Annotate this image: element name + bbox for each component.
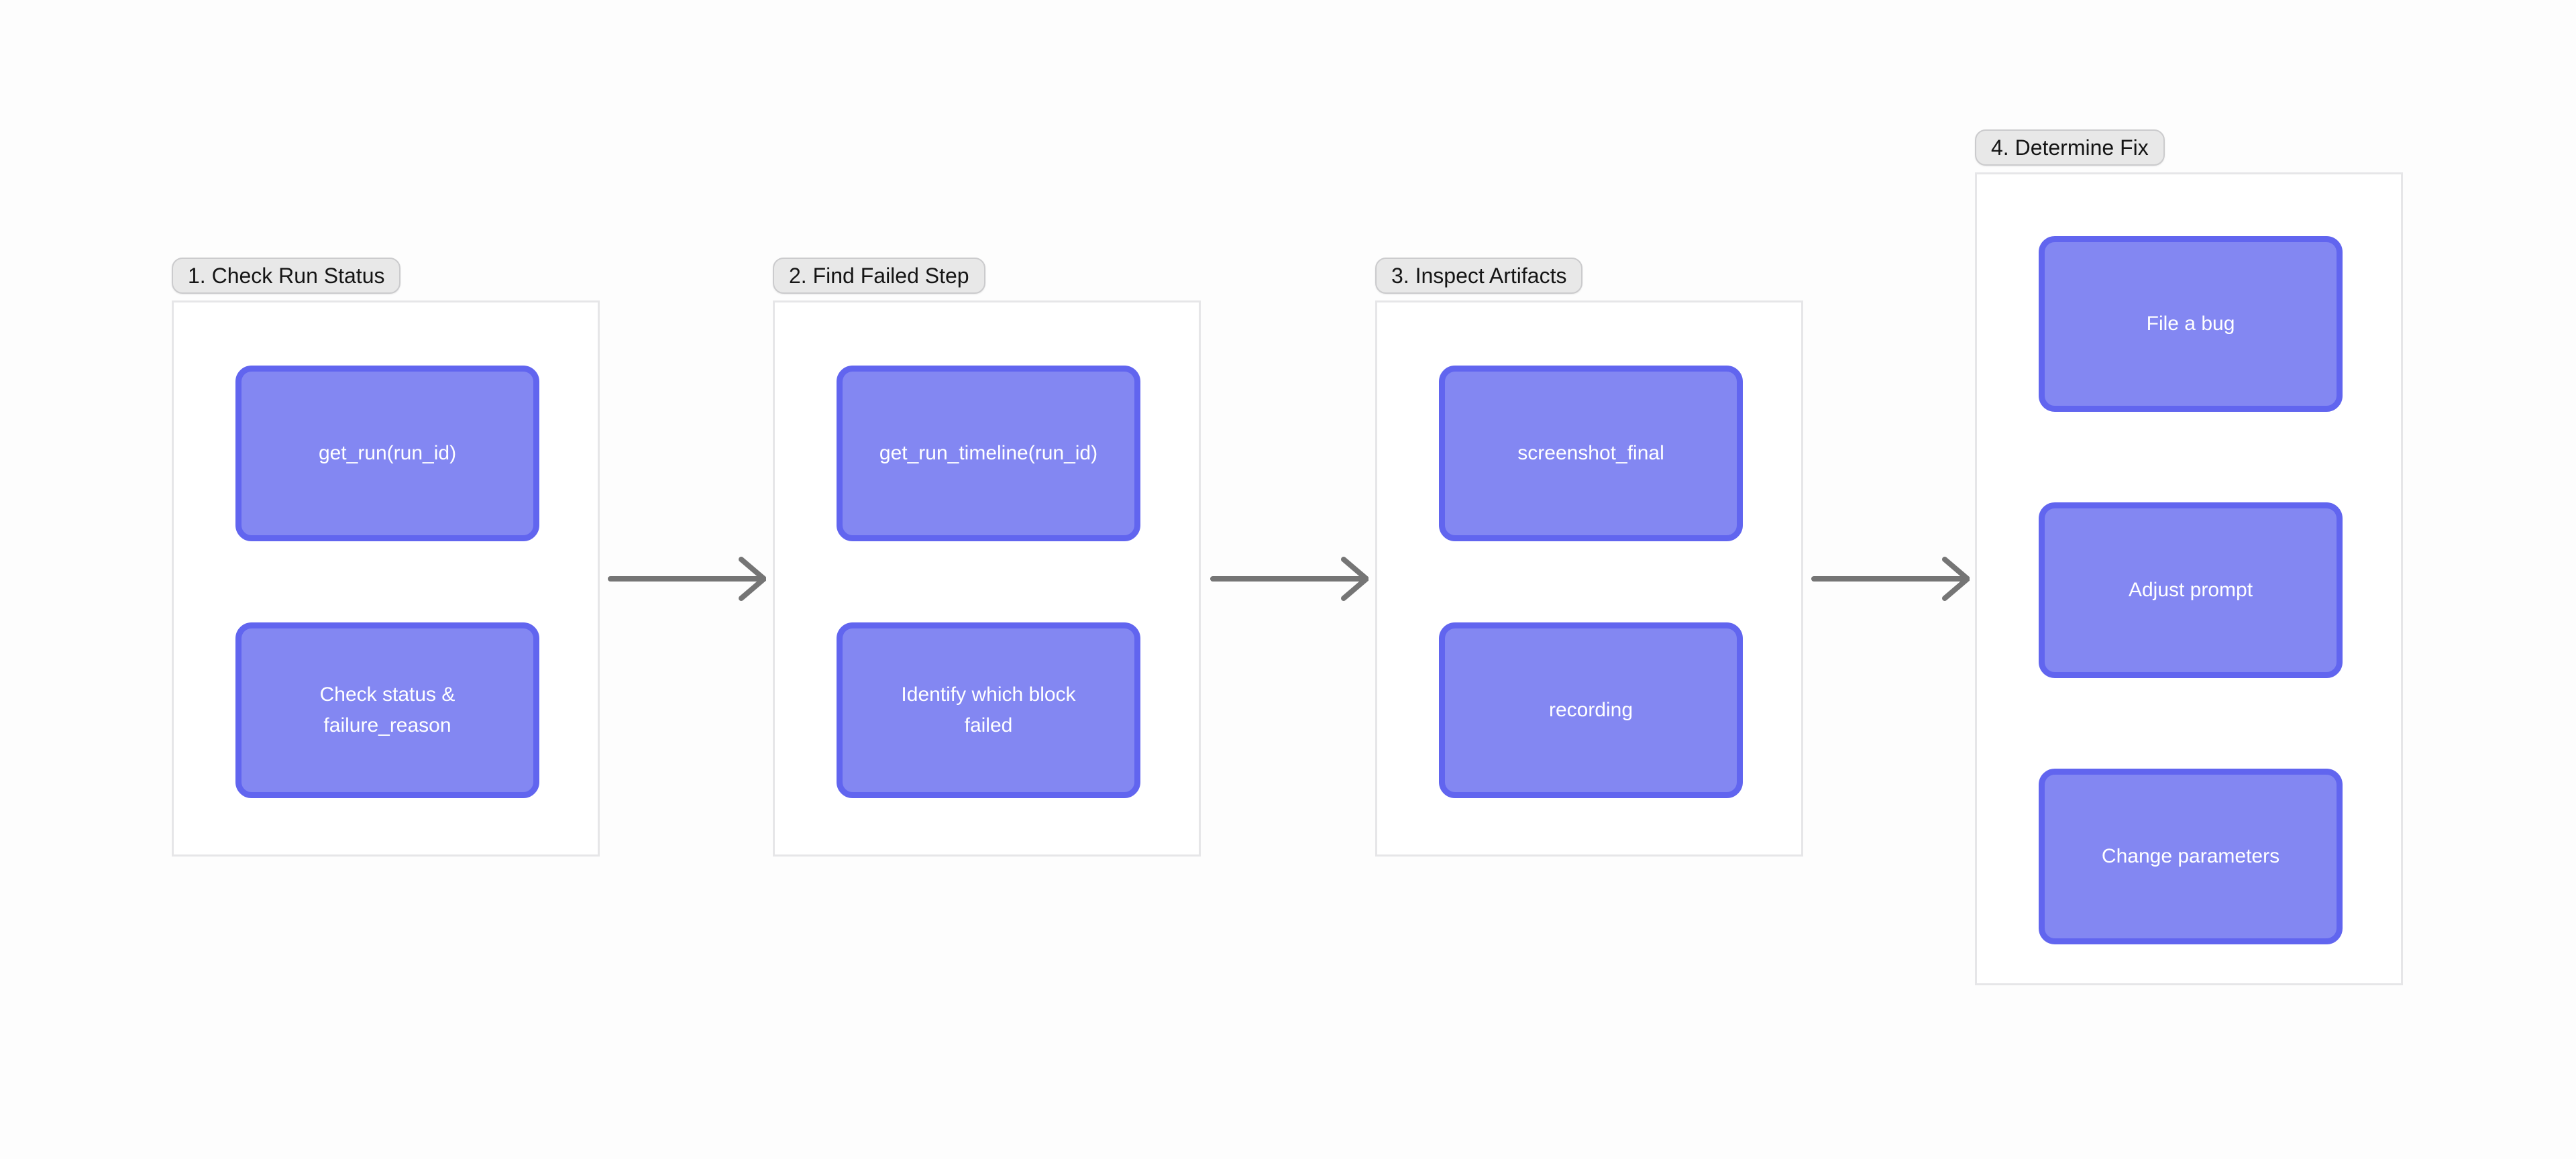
node-file-a-bug: File a bug: [2039, 236, 2343, 412]
group-label-find-failed-step: 2. Find Failed Step: [773, 258, 985, 294]
node-text: Identify which block failed: [901, 683, 1076, 737]
group-find-failed-step: 2. Find Failed Step get_run_timeline(run…: [773, 258, 1201, 857]
node-get-run: get_run(run_id): [235, 366, 539, 541]
node-text: get_run(run_id): [318, 441, 457, 464]
node-identify-which-block-failed: Identify which block failed: [837, 622, 1140, 798]
node-text: get_run_timeline(run_id): [879, 441, 1098, 464]
node-text: screenshot_final: [1517, 441, 1664, 464]
node-text: recording: [1548, 698, 1633, 721]
group-label-determine-fix: 4. Determine Fix: [1975, 129, 2165, 166]
node-text: Adjust prompt: [2128, 578, 2253, 601]
flow-arrow-right-icon: [1811, 557, 1970, 601]
node-change-parameters: Change parameters: [2039, 769, 2343, 944]
group-determine-fix: 4. Determine Fix File a bug Adjust promp…: [1975, 129, 2403, 985]
group-check-run-status: 1. Check Run Status get_run(run_id) Chec…: [172, 258, 600, 857]
node-adjust-prompt: Adjust prompt: [2039, 502, 2343, 678]
node-text: File a bug: [2146, 312, 2235, 335]
flow-arrow-right-icon: [608, 557, 766, 601]
node-recording: recording: [1439, 622, 1743, 798]
node-text: Check status & failure_reason: [319, 683, 455, 737]
node-text: Change parameters: [2101, 844, 2280, 867]
flow-arrow-right-icon: [1210, 557, 1368, 601]
group-label-inspect-artifacts: 3. Inspect Artifacts: [1375, 258, 1583, 294]
node-get-run-timeline: get_run_timeline(run_id): [837, 366, 1140, 541]
group-label-check-run-status: 1. Check Run Status: [172, 258, 401, 294]
node-check-status-failure-reason: Check status & failure_reason: [235, 622, 539, 798]
node-screenshot-final: screenshot_final: [1439, 366, 1743, 541]
group-inspect-artifacts: 3. Inspect Artifacts screenshot_final re…: [1375, 258, 1803, 857]
